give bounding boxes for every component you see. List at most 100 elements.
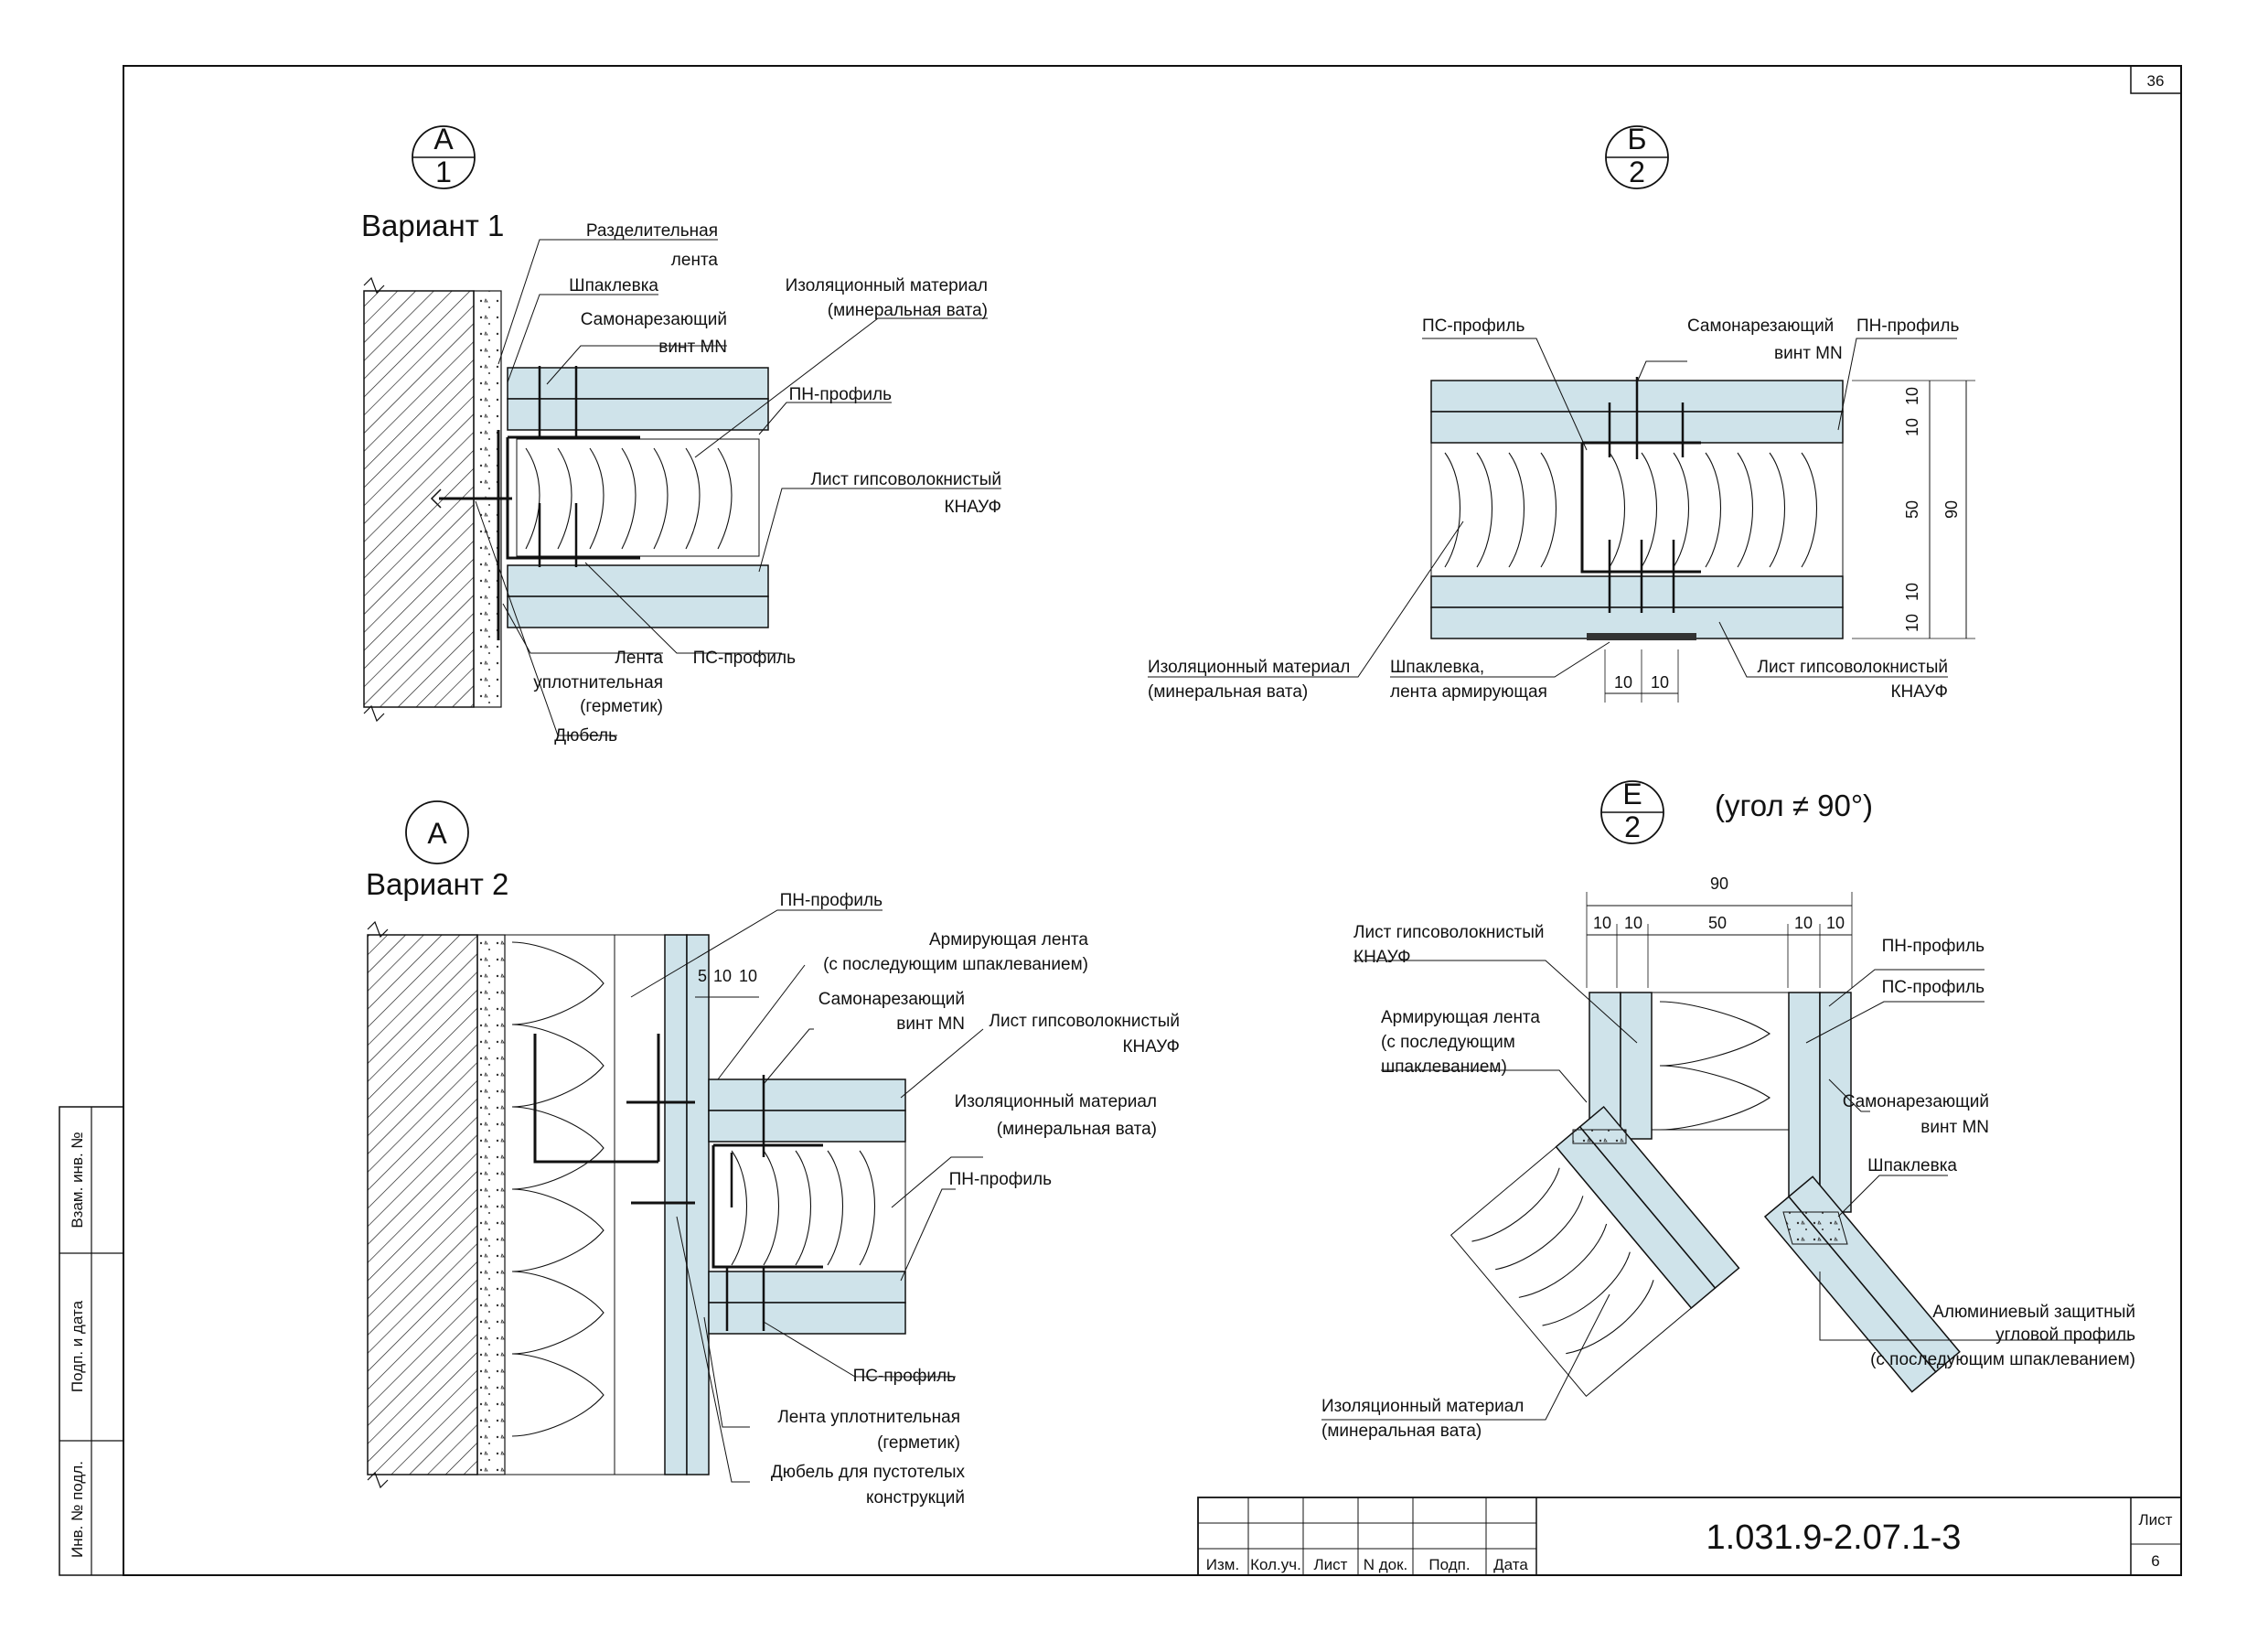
- a2-label-insul-2: (минеральная вата): [997, 1120, 1157, 1139]
- gypsum-board: [507, 596, 769, 628]
- b2-label-putty-1: Шпаклевка,: [1390, 658, 1484, 677]
- document-code: 1.031.9-2.07.1-3: [1706, 1518, 1962, 1557]
- b2-dim-v-5: 10: [1903, 614, 1921, 632]
- b2-label-pn: ПН-профиль: [1856, 317, 1959, 336]
- a1-label-dowel: Дюбель: [554, 726, 617, 746]
- stamp-col-izm: Изм.: [1206, 1556, 1239, 1573]
- gypsum-board: [1788, 992, 1821, 1213]
- b2-label-sheet-1: Лист гипсоволокнистый: [1758, 658, 1948, 677]
- e2-dim-4: 10: [1794, 914, 1813, 932]
- a1-label-tape-2: лента: [671, 251, 719, 270]
- detail-a2: А Вариант 2 5 10 10: [366, 800, 1180, 1508]
- detail-a1-mark-bottom: 1: [435, 156, 452, 188]
- gypsum-board: [708, 1302, 906, 1335]
- mineral-wool: [1450, 1146, 1693, 1398]
- mineral-wool: [708, 1141, 906, 1272]
- sheet-frame: [123, 65, 2182, 1576]
- detail-b2: Б 2 10 10 50 10 10 90 10 10: [1148, 123, 1975, 703]
- stamp-col-ndoc: N док.: [1364, 1556, 1408, 1573]
- a2-label-screw-1: Самонарезающий: [818, 990, 965, 1009]
- b2-dim-v-4: 10: [1903, 583, 1921, 601]
- a1-label-insul-2: (минеральная вата): [828, 301, 988, 320]
- detail-b2-mark-bottom: 2: [1629, 156, 1645, 188]
- a2-label-tape-2: (с последующим шпаклеванием): [823, 955, 1088, 974]
- stamp-col-list: Лист: [1314, 1556, 1348, 1573]
- e2-label-corner-2: угловой профиль: [1995, 1325, 2135, 1345]
- gypsum-board: [664, 934, 688, 1475]
- e2-dim-total: 90: [1710, 875, 1728, 893]
- a2-label-ps: ПС-профиль: [853, 1367, 956, 1386]
- mineral-wool: [504, 934, 615, 1475]
- stamp-col-date: Дата: [1493, 1556, 1528, 1573]
- b2-label-ps: ПС-профиль: [1422, 317, 1524, 336]
- a2-dim-2: 10: [713, 967, 732, 985]
- b2-dim-v-2: 10: [1903, 418, 1921, 436]
- gypsum-board: [708, 1271, 906, 1304]
- a2-label-pn-top: ПН-профиль: [780, 891, 883, 910]
- e2-label-screw-1: Самонарезающий: [1843, 1092, 1989, 1111]
- a1-label-ps: ПС-профиль: [693, 649, 796, 668]
- e2-label-ps: ПС-профиль: [1882, 978, 1984, 997]
- gypsum-board: [507, 367, 769, 400]
- detail-a2-mark-top: А: [427, 817, 447, 850]
- e2-dim-5: 10: [1826, 914, 1845, 932]
- detail-a1-mark-top: А: [433, 123, 454, 156]
- mineral-wool: [516, 438, 760, 557]
- b2-dim-v-1: 10: [1903, 387, 1921, 405]
- side-label-sign: Подп. и дата: [69, 1300, 86, 1392]
- list-number: 6: [2151, 1552, 2159, 1570]
- stamp-col-sign: Подп.: [1428, 1556, 1470, 1573]
- e2-label-tape-3: шпаклеванием): [1381, 1057, 1507, 1077]
- a1-label-pn: ПН-профиль: [789, 385, 892, 404]
- detail-e2-mark-bottom: 2: [1624, 810, 1641, 843]
- e2-label-screw-2: винт MN: [1920, 1118, 1989, 1137]
- b2-dim-total: 90: [1942, 500, 1961, 519]
- b2-label-screw-1: Самонарезающий: [1687, 317, 1834, 336]
- a2-label-insul-1: Изоляционный материал: [955, 1092, 1157, 1111]
- gypsum-board: [1430, 575, 1844, 608]
- a1-label-seal-1: Лента: [615, 649, 663, 668]
- e2-label-corner-1: Алюминиевый защитный: [1932, 1303, 2135, 1322]
- detail-a2-variant: Вариант 2: [366, 867, 508, 901]
- b2-label-screw-2: винт MN: [1774, 344, 1843, 363]
- side-label-replace: Взам. инв. №: [69, 1132, 86, 1228]
- a1-label-sheet-1: Лист гипсоволокнистый: [811, 470, 1001, 489]
- gypsum-board: [708, 1110, 906, 1143]
- corner-box: [2130, 65, 2182, 94]
- detail-b2-mark-top: Б: [1628, 123, 1647, 156]
- a1-label-sheet-2: КНАУФ: [944, 498, 1001, 517]
- e2-dim-3: 50: [1708, 914, 1727, 932]
- a2-label-dowel-1: Дюбель для пустотелых: [771, 1463, 966, 1482]
- b2-label-insul-2: (минеральная вата): [1148, 682, 1308, 702]
- b2-dim-h-1: 10: [1614, 673, 1632, 692]
- e2-label-insul-2: (минеральная вата): [1321, 1422, 1482, 1441]
- detail-a2-marker: [405, 800, 469, 864]
- a1-label-screw-1: Самонарезающий: [581, 310, 727, 329]
- side-stamp: Взам. инв. № Подп. и дата Инв. № подл.: [59, 1106, 124, 1576]
- corner-number: 36: [2147, 72, 2165, 90]
- e2-label-corner-3: (с последующим шпаклеванием): [1870, 1350, 2135, 1369]
- a2-label-dowel-2: конструкций: [866, 1488, 965, 1508]
- a2-label-sheet-2: КНАУФ: [1122, 1037, 1180, 1057]
- e2-label-sheet-2: КНАУФ: [1353, 948, 1411, 967]
- e2-label-insul-1: Изоляционный материал: [1321, 1397, 1524, 1416]
- detail-e2-note: (угол ≠ 90°): [1715, 789, 1873, 822]
- stamp-col-koluch: Кол.уч.: [1250, 1556, 1301, 1573]
- e2-label-tape-2: (с последующим: [1381, 1033, 1515, 1052]
- a2-label-screw-2: винт MN: [896, 1014, 965, 1034]
- a2-label-seal-2: (герметик): [877, 1433, 960, 1453]
- a2-label-pn: ПН-профиль: [949, 1170, 1052, 1189]
- a2-label-tape-1: Армирующая лента: [929, 930, 1088, 950]
- reinforcing-tape: [1587, 633, 1696, 640]
- gypsum-board: [686, 934, 710, 1475]
- e2-dim-1: 10: [1593, 914, 1611, 932]
- a1-label-insul-1: Изоляционный материал: [786, 276, 988, 295]
- a1-label-screw-2: винт MN: [658, 338, 727, 357]
- a2-dim-3: 10: [739, 967, 757, 985]
- a1-label-seal-2: уплотнительная: [533, 673, 663, 692]
- b2-label-insul-1: Изоляционный материал: [1148, 658, 1350, 677]
- detail-a1: А 1 Вариант 1 Раздели: [361, 123, 1001, 746]
- gypsum-board: [507, 564, 769, 597]
- a1-label-tape-1: Разделительная: [586, 221, 718, 241]
